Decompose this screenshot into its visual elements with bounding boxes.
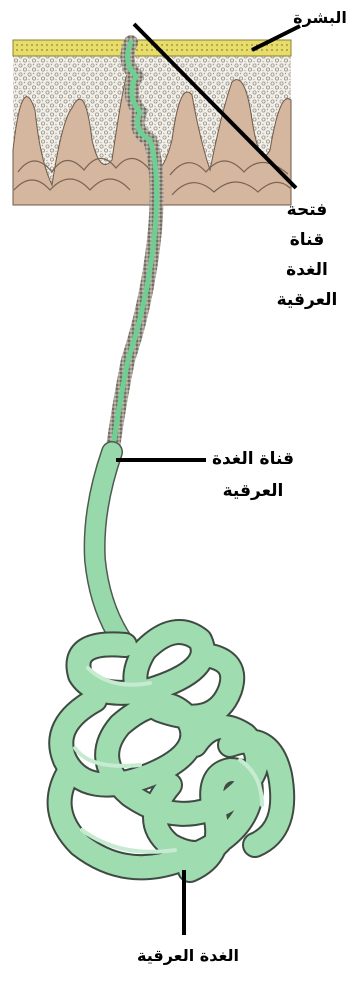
- label-duct-line: العرقية: [198, 475, 308, 507]
- label-duct: قناة الغدة العرقية: [198, 443, 308, 507]
- label-gland: الغدة العرقية: [118, 942, 258, 970]
- label-duct-line: قناة الغدة: [198, 443, 308, 475]
- label-duct-opening: فتحة قناة الغدة العرقية: [266, 195, 348, 315]
- label-duct-opening-line: فتحة: [266, 195, 348, 225]
- label-duct-opening-line: الغدة: [266, 255, 348, 285]
- label-duct-opening-line: العرقية: [266, 285, 348, 315]
- sweat-gland-coil: [60, 632, 283, 870]
- label-epidermis: البشرة: [282, 4, 358, 32]
- label-duct-opening-line: قناة: [266, 225, 348, 255]
